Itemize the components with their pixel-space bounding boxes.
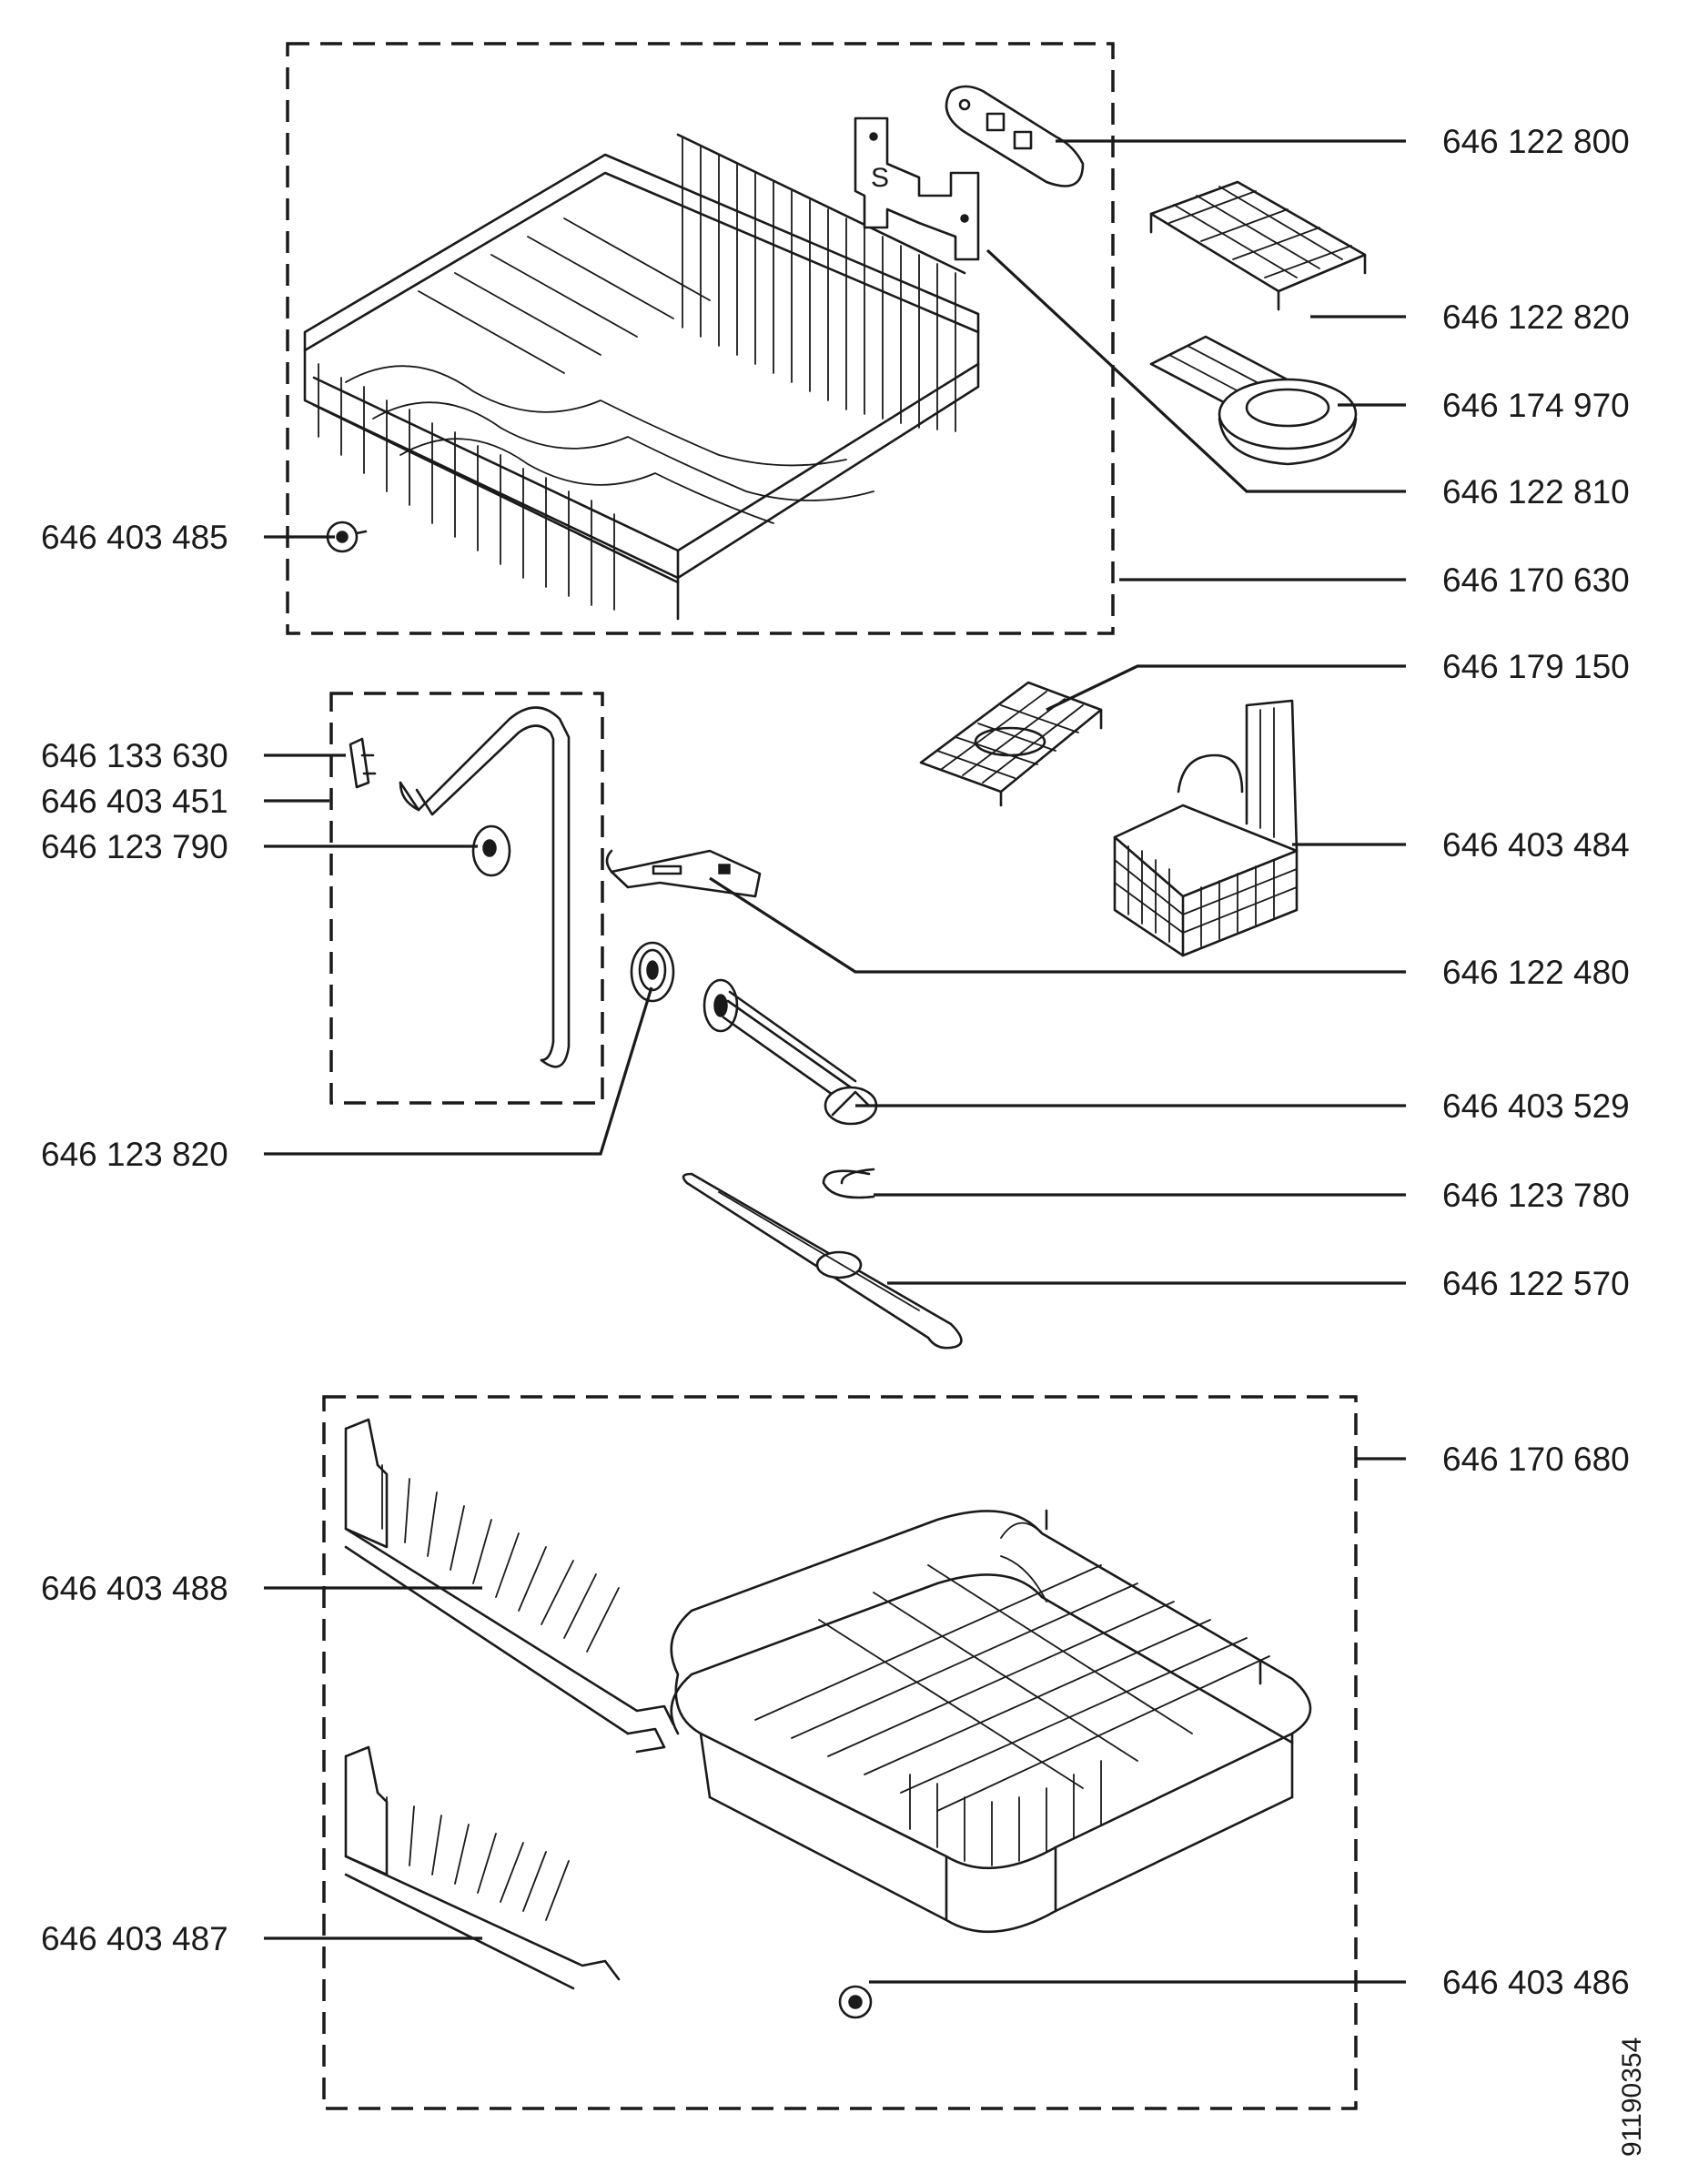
spray-arm-feed xyxy=(702,978,878,1126)
label-646-403-451: 646 403 451 xyxy=(41,783,228,820)
cup-shelf xyxy=(1149,180,1367,311)
lower-basket xyxy=(670,1509,1312,1934)
plate-rack-insert-lower xyxy=(344,1745,621,1990)
upper-basket-group-box xyxy=(286,42,1115,635)
label-646-123-820: 646 123 820 xyxy=(41,1136,228,1173)
rack-bracket: S xyxy=(854,116,980,261)
label-646-403-529: 646 403 529 xyxy=(1442,1087,1630,1125)
label-646-403-484: 646 403 484 xyxy=(1442,826,1630,864)
upper-basket xyxy=(303,133,980,621)
pipe-seal xyxy=(471,824,511,877)
lower-basket-group-box xyxy=(322,1395,1358,2110)
label-646-123-790: 646 123 790 xyxy=(41,828,228,865)
pipe-guide xyxy=(605,849,762,898)
spray-tray xyxy=(1149,335,1358,466)
label-646-170-680: 646 170 680 xyxy=(1442,1441,1630,1478)
cutlery-basket xyxy=(1113,699,1299,957)
rack-clip xyxy=(945,85,1085,187)
label-646-122-570: 646 122 570 xyxy=(1442,1265,1630,1302)
label-646-403-487: 646 403 487 xyxy=(41,1920,228,1957)
lower-spray-arm xyxy=(682,1172,963,1350)
label-646-122-480: 646 122 480 xyxy=(1442,954,1630,991)
plate-rack-insert-upper xyxy=(344,1418,675,1754)
pipe-clip xyxy=(349,737,377,789)
label-646-174-970: 646 174 970 xyxy=(1442,387,1630,424)
basket-grid-lid xyxy=(919,681,1103,807)
lower-basket-wheel xyxy=(838,1985,873,2019)
label-646-122-810: 646 122 810 xyxy=(1442,473,1630,511)
document-number: 91190354 xyxy=(1617,2037,1647,2157)
svg-text:S: S xyxy=(871,163,889,193)
split-ring xyxy=(822,1168,875,1199)
label-646-123-780: 646 123 780 xyxy=(1442,1177,1630,1214)
label-646-179-150: 646 179 150 xyxy=(1442,648,1630,685)
upper-basket-wheel xyxy=(326,521,368,553)
grommet xyxy=(630,941,675,1003)
leader-lines xyxy=(264,139,1406,1984)
label-646-403-485: 646 403 485 xyxy=(41,519,228,556)
label-646-403-486: 646 403 486 xyxy=(1442,1964,1630,2001)
label-646-403-488: 646 403 488 xyxy=(41,1570,228,1607)
spray-pipe xyxy=(399,706,571,1068)
label-646-170-630: 646 170 630 xyxy=(1442,561,1630,599)
label-646-122-820: 646 122 820 xyxy=(1442,298,1630,336)
spray-pipe-group-box xyxy=(329,692,604,1105)
label-646-133-630: 646 133 630 xyxy=(41,737,228,774)
label-646-122-800: 646 122 800 xyxy=(1442,123,1630,160)
